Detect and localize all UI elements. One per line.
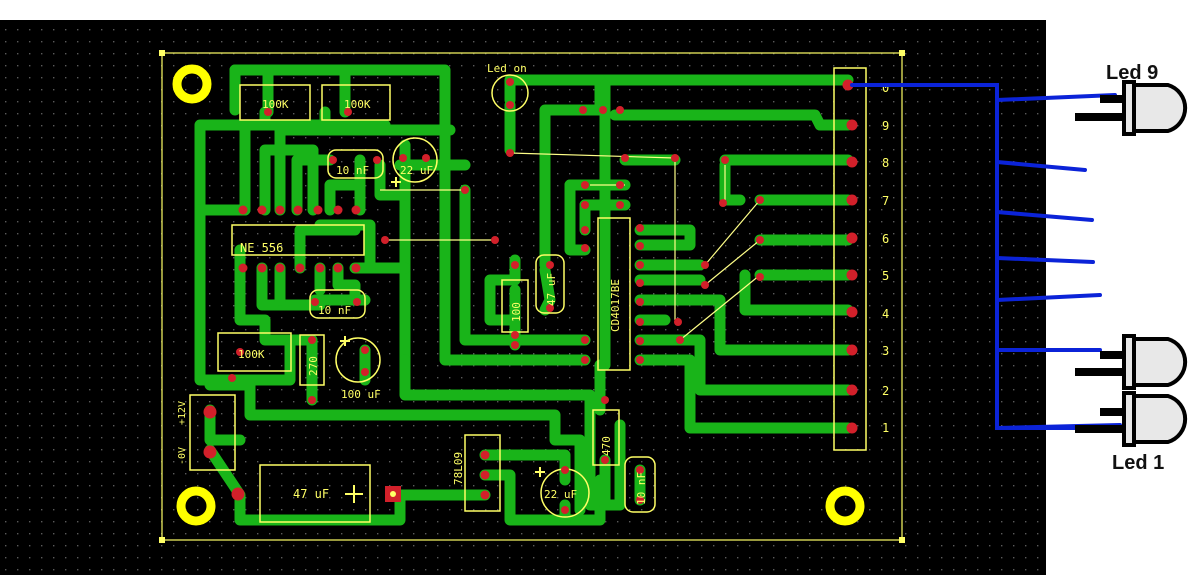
component-pads: [203, 78, 858, 514]
pin-label: 3: [882, 344, 889, 358]
led-bottom-icon: [1075, 391, 1188, 447]
led-9-label: Led 9: [1106, 62, 1158, 84]
label-c-47uf-main: 47 uF: [293, 487, 329, 501]
board-outline: [161, 52, 903, 541]
label-power-0v: -0V: [177, 447, 188, 465]
pin-label: 7: [882, 194, 889, 208]
label-c-47uf-a: 47 uF: [545, 273, 558, 306]
label-ne556: NE 556: [240, 241, 283, 255]
jumper-wires: [380, 152, 761, 341]
label-led-on: Led on: [487, 62, 527, 75]
pin-label: 2: [882, 384, 889, 398]
pin-label: 5: [882, 269, 889, 283]
led-top-icon: [1075, 80, 1188, 136]
pcb-grid: [0, 20, 1046, 575]
label-power-12v: +12V: [177, 401, 188, 425]
pin-label: 4: [882, 307, 889, 321]
outline-corner: [899, 50, 905, 56]
pin-label: 1: [882, 421, 889, 435]
connector-pin-labels: 0 9 8 7 6 5 4 3 2 1: [882, 81, 889, 435]
label-c-10nf-a: 10 nF: [336, 164, 369, 177]
pin-label: 9: [882, 119, 889, 133]
label-c-100uf: 100 uF: [341, 388, 381, 401]
label-regulator: 78L09: [452, 452, 465, 485]
label-r-270: 270: [307, 356, 320, 376]
label-c-10nf-c: 10 nF: [635, 472, 648, 505]
square-pad-hole: [390, 491, 396, 497]
outline-corner: [159, 537, 165, 543]
label-r-470: 470: [600, 436, 613, 456]
pin-label: 8: [882, 156, 889, 170]
label-r3: 100K: [238, 348, 265, 361]
silkscreen: [189, 67, 867, 523]
component-labels: 100K 100K 10 nF 22 uF NE 556 10 nF 100K …: [177, 62, 648, 505]
label-cd4017: CD4017BE: [609, 279, 622, 332]
outline-corner: [159, 50, 165, 56]
polarity-marks: [340, 177, 545, 503]
label-r1: 100K: [262, 98, 289, 111]
led-middle-icon: [1075, 334, 1188, 390]
outline-corner: [899, 537, 905, 543]
pin-label: 6: [882, 232, 889, 246]
pin-label: 0: [882, 81, 889, 95]
label-c-22uf-a: 22 uF: [400, 164, 433, 177]
label-c-22uf-b: 22 uF: [544, 488, 577, 501]
label-r-led: 100: [510, 302, 523, 322]
led-wiring: [850, 83, 1122, 430]
mounting-holes: [172, 64, 865, 526]
label-r2: 100K: [344, 98, 371, 111]
label-c-10nf-b: 10 nF: [318, 304, 351, 317]
led-1-label: Led 1: [1112, 452, 1164, 474]
